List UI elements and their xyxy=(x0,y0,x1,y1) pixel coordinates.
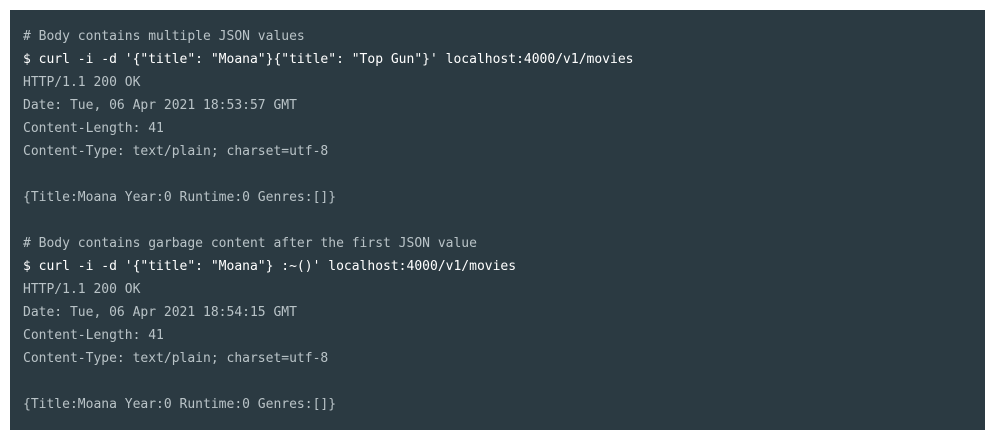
output-line: Date: Tue, 06 Apr 2021 18:53:57 GMT xyxy=(23,98,297,113)
blank-line xyxy=(23,370,985,393)
output-line: Content-Type: text/plain; charset=utf-8 xyxy=(23,351,329,366)
blank-line xyxy=(23,163,985,186)
command-line: $ curl -i -d '{"title": "Moana"}{"title"… xyxy=(23,52,634,67)
output-line: Content-Length: 41 xyxy=(23,121,164,136)
output-line: Date: Tue, 06 Apr 2021 18:54:15 GMT xyxy=(23,305,297,320)
output-line: HTTP/1.1 200 OK xyxy=(23,282,141,297)
output-line: {Title:Moana Year:0 Runtime:0 Genres:[]} xyxy=(23,190,337,205)
output-line: Content-Length: 41 xyxy=(23,328,164,343)
comment-line: # Body contains garbage content after th… xyxy=(23,236,477,251)
terminal-code-block: # Body contains multiple JSON values $ c… xyxy=(10,10,985,430)
blank-line xyxy=(23,209,985,232)
command-line: $ curl -i -d '{"title": "Moana"} :~()' l… xyxy=(23,259,517,274)
comment-line: # Body contains multiple JSON values xyxy=(23,29,305,44)
output-line: HTTP/1.1 200 OK xyxy=(23,75,141,90)
output-line: Content-Type: text/plain; charset=utf-8 xyxy=(23,144,329,159)
output-line: {Title:Moana Year:0 Runtime:0 Genres:[]} xyxy=(23,397,337,412)
